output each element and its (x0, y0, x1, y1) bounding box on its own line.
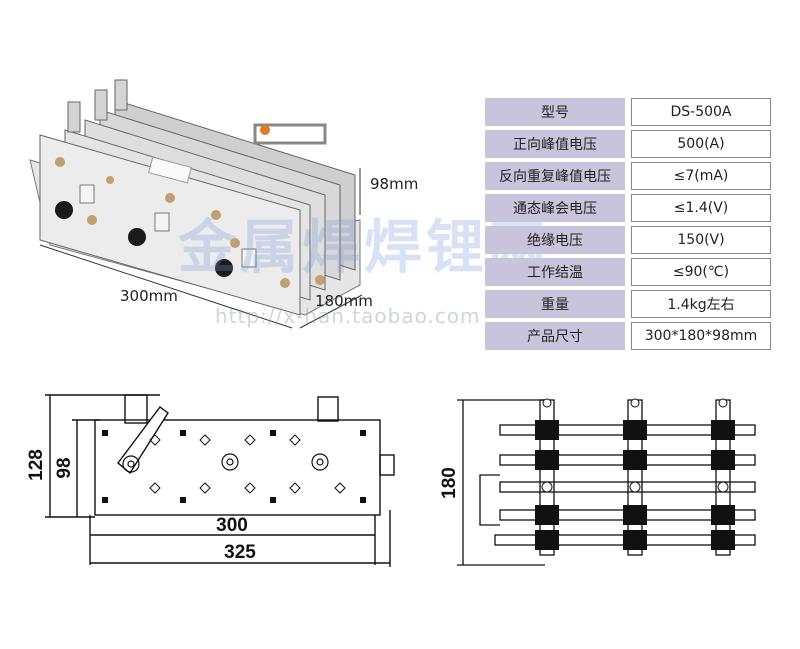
watermark-url: http://x-han.taobao.com (215, 304, 481, 328)
spec-value: ≤7(mA) (631, 162, 771, 190)
photo-depth-label: 180mm (315, 292, 373, 310)
spec-key: 反向重复峰值电压 (485, 162, 625, 190)
spec-key: 重量 (485, 290, 625, 318)
watermark: 金属焊焊锂网 (178, 213, 551, 281)
photo-length-label: 300mm (120, 287, 178, 305)
spec-key: 型号 (485, 98, 625, 126)
spec-key: 通态峰会电压 (485, 194, 625, 222)
spec-row: 工作结温≤90(℃) (485, 258, 771, 286)
front-dim-128: 128 (26, 449, 47, 481)
spec-key: 产品尺寸 (485, 322, 625, 350)
spec-row: 反向重复峰值电压≤7(mA) (485, 162, 771, 190)
front-dim-300: 300 (216, 515, 248, 536)
spec-row: 通态峰会电压≤1.4(V) (485, 194, 771, 222)
front-dim-325: 325 (224, 542, 256, 563)
spec-value: 500(A) (631, 130, 771, 158)
spec-value: 150(V) (631, 226, 771, 254)
side-view-drawing: 180 (439, 398, 756, 566)
front-view-drawing: 128 98 300 325 (26, 394, 395, 567)
spec-key: 绝缘电压 (485, 226, 625, 254)
side-dim-180: 180 (439, 467, 460, 499)
product-photo (29, 79, 363, 329)
spec-value: ≤90(℃) (631, 258, 771, 286)
spec-value: DS-500A (631, 98, 771, 126)
spec-value: ≤1.4(V) (631, 194, 771, 222)
photo-height-label: 98mm (370, 175, 419, 193)
front-dim-98: 98 (54, 457, 75, 478)
spec-key: 正向峰值电压 (485, 130, 625, 158)
spec-key: 工作结温 (485, 258, 625, 286)
spec-value: 300*180*98mm (631, 322, 771, 350)
spec-value: 1.4kg左右 (631, 290, 771, 318)
